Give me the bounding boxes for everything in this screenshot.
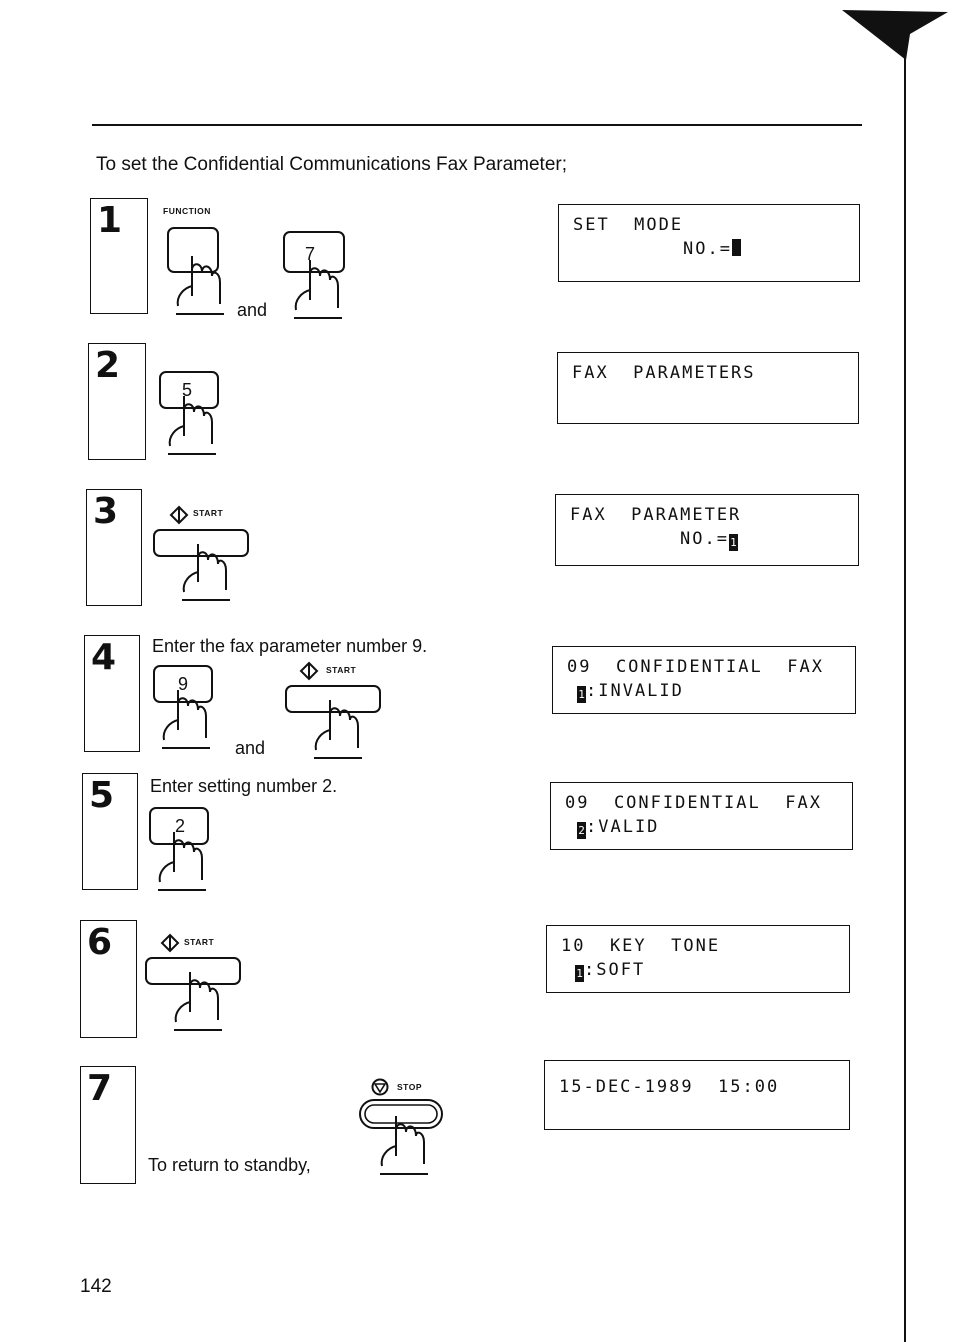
corner-mark (842, 10, 948, 60)
step-7-instruction: To return to standby, (148, 1155, 311, 1175)
step-6-box: 6 (80, 920, 137, 1038)
lcd-line-2: :VALID (586, 817, 660, 837)
lcd-cursor (731, 239, 741, 256)
lcd-step-7: 15-DEC-1989 15:00 (544, 1060, 850, 1130)
step-number: 1 (97, 200, 123, 241)
lcd-step-2: FAX PARAMETERS (557, 352, 859, 424)
key-7-label: 7 (305, 244, 316, 264)
step-number: 2 (95, 345, 121, 386)
start-key-press-icon (145, 957, 241, 1031)
step-4-instruction: Enter the fax parameter number 9. (152, 636, 428, 656)
step-7-box: 7 (80, 1066, 136, 1184)
key-2-press-icon (149, 807, 209, 891)
lcd-line-2: NO.= (680, 529, 729, 549)
stop-label: STOP (397, 1082, 422, 1092)
start-symbol-icon (160, 933, 180, 953)
lcd-line-1: 09 CONFIDENTIAL FAX (567, 657, 824, 677)
top-rule (92, 124, 862, 126)
step-number: 6 (87, 922, 113, 963)
start-label: START (193, 508, 224, 518)
lcd-line-1: 15-DEC-1989 15:00 (559, 1077, 780, 1097)
key-5-label: 5 (182, 380, 193, 400)
function-key-press-icon (167, 227, 224, 315)
lcd-line-1: SET MODE (573, 215, 684, 235)
step-3-box: 3 (86, 489, 142, 606)
key-9-label: 9 (178, 674, 189, 694)
stop-key-press-icon (359, 1099, 443, 1175)
step-number: 3 (93, 491, 119, 532)
lcd-line-1: FAX PARAMETER (570, 505, 742, 525)
step-5-instruction: Enter setting number 2. (150, 776, 338, 796)
lcd-step-6: 10 KEY TONE 1:SOFT (546, 925, 850, 993)
intro-text: To set the Confidential Communications F… (96, 154, 567, 175)
lcd-cursor: 1 (728, 534, 738, 551)
key-5-press-icon (159, 371, 219, 455)
right-margin-line (904, 40, 906, 1342)
step-4-box: 4 (84, 635, 140, 752)
step-5-box: 5 (82, 773, 138, 890)
lcd-step-4: 09 CONFIDENTIAL FAX 1:INVALID (552, 646, 856, 714)
start-symbol-icon (299, 661, 319, 681)
start-symbol-icon (169, 505, 189, 525)
function-label: FUNCTION (163, 206, 211, 216)
lcd-line-1: 09 CONFIDENTIAL FAX (565, 793, 822, 813)
lcd-line-1: 10 KEY TONE (561, 936, 721, 956)
lcd-cursor: 2 (577, 822, 586, 839)
and-label: and (235, 738, 266, 758)
start-label: START (326, 665, 357, 675)
lcd-step-3: FAX PARAMETER NO.=1 (555, 494, 859, 566)
lcd-line-2: :SOFT (584, 960, 646, 980)
lcd-step-1: SET MODE NO.= (558, 204, 860, 282)
stop-symbol-icon (371, 1078, 389, 1096)
start-label: START (184, 937, 215, 947)
page-number: 142 (80, 1276, 112, 1297)
step-number: 7 (87, 1068, 113, 1109)
key-9-press-icon (153, 665, 213, 749)
key-2-label: 2 (175, 816, 186, 836)
lcd-cursor: 1 (575, 965, 584, 982)
and-label: and (237, 300, 268, 320)
step-2-box: 2 (88, 343, 146, 460)
key-7-press-icon (283, 231, 345, 319)
lcd-step-5: 09 CONFIDENTIAL FAX 2:VALID (550, 782, 853, 850)
lcd-line-2: :INVALID (586, 681, 684, 701)
lcd-line-1: FAX PARAMETERS (572, 363, 756, 383)
start-key-press-icon (285, 685, 381, 759)
lcd-line-2: NO.= (683, 239, 732, 259)
step-1-box: 1 (90, 198, 148, 314)
step-number: 4 (91, 637, 117, 678)
lcd-cursor: 1 (577, 686, 586, 703)
step-number: 5 (89, 775, 115, 816)
start-key-press-icon (153, 529, 249, 601)
